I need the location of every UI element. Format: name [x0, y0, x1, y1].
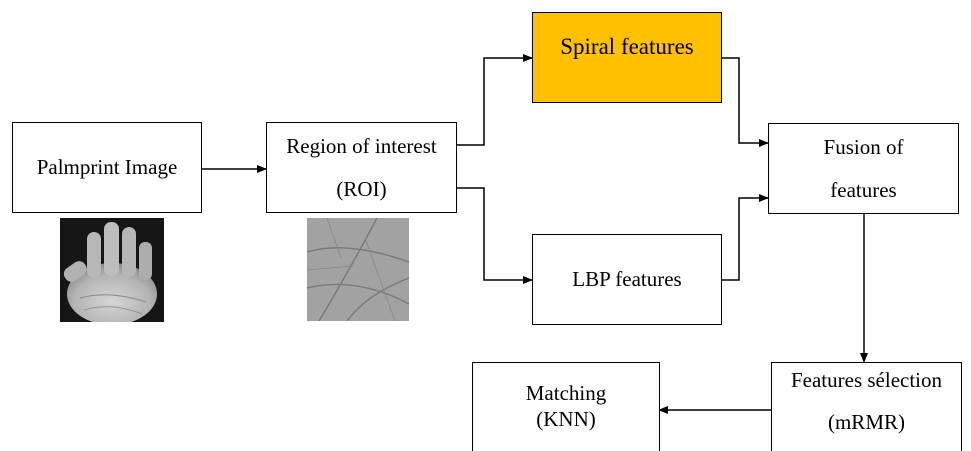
roi-label-line2: (ROI): [336, 176, 387, 201]
arrow-lbp-to-fusion: [722, 194, 769, 281]
features-selection-label-line2: (mRMR): [827, 410, 905, 435]
lbp-features-box: LBP features: [532, 234, 722, 325]
arrow-roi-to-lbp: [457, 187, 533, 284]
lbp-features-label: LBP features: [572, 267, 682, 292]
arrow-roi-to-spiral: [457, 54, 533, 146]
fusion-label-line1: Fusion of: [823, 135, 904, 160]
fusion-box: Fusion of features: [768, 123, 959, 214]
features-selection-box: Features sélection (mRMR): [771, 362, 962, 451]
matching-label-line2: (KNN): [536, 407, 596, 432]
features-selection-label-line1: Features sélection: [790, 368, 943, 392]
roi-box: Region of interest (ROI): [266, 122, 457, 213]
palm-roi-texture: [307, 218, 409, 321]
spiral-features-box: Spiral features: [532, 12, 722, 103]
palmprint-image-box: Palmprint Image: [12, 122, 202, 213]
roi-label-line1: Region of interest: [286, 134, 437, 159]
matching-label-line1: Matching: [525, 381, 607, 405]
arrow-spiral-to-fusion: [722, 57, 769, 147]
palm-hand-photo: [60, 218, 164, 322]
palmprint-image-label: Palmprint Image: [36, 155, 178, 180]
spiral-features-label: Spiral features: [560, 34, 694, 60]
fusion-label-line2: features: [830, 177, 897, 202]
matching-box: Matching (KNN): [472, 362, 660, 451]
